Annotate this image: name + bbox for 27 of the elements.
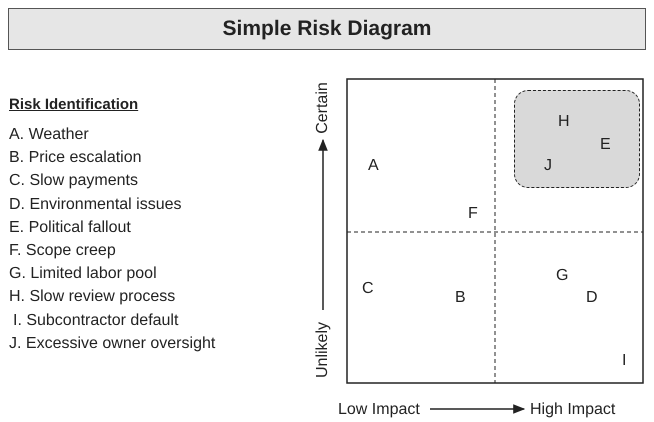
axis-label: High Impact xyxy=(530,401,616,419)
risk-letter: E xyxy=(600,136,611,154)
risk-list-item: C. Slow payments xyxy=(9,172,138,190)
risk-letter: B xyxy=(455,289,466,307)
axis-label: Unlikely xyxy=(314,322,332,378)
risk-letter: I xyxy=(622,352,626,370)
risk-letter: G xyxy=(556,267,568,285)
risk-letter: D xyxy=(586,289,598,307)
axis-label: Certain xyxy=(314,82,332,134)
risk-letter: H xyxy=(558,113,570,131)
risk-letter: C xyxy=(362,280,374,298)
risk-list-item: D. Environmental issues xyxy=(9,196,182,214)
axis-label: Low Impact xyxy=(338,401,420,419)
risk-list-item: A. Weather xyxy=(9,126,89,144)
risk-list-item: G. Limited labor pool xyxy=(9,265,157,284)
risk-letter: J xyxy=(544,157,552,175)
list-heading: Risk Identification xyxy=(9,96,138,114)
diagram-title: Simple Risk Diagram xyxy=(222,17,432,41)
risk-letter: A xyxy=(368,157,379,175)
risk-letter: F xyxy=(468,205,478,223)
risk-list-item: B. Price escalation xyxy=(9,149,142,168)
risk-list-item: E. Political fallout xyxy=(9,218,131,237)
highlight-region xyxy=(514,90,640,188)
risk-list-item: H. Slow review process xyxy=(9,288,176,306)
risk-list-item: I. Subcontractor default xyxy=(13,312,178,330)
risk-list-item: F. Scope creep xyxy=(9,242,116,260)
risk-list-item: J. Excessive owner oversight xyxy=(9,334,216,353)
